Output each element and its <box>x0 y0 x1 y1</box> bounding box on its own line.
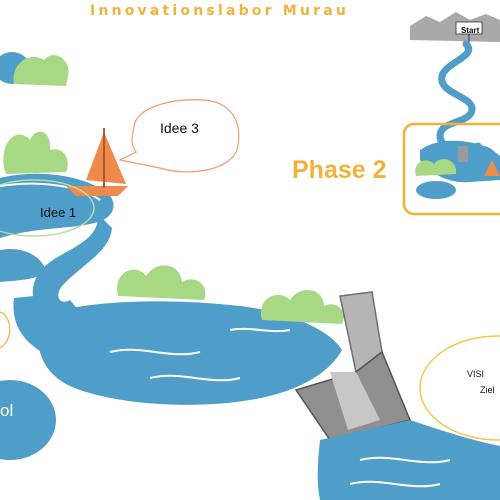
mini-bush <box>415 159 457 176</box>
lake-wave-1 <box>109 348 201 356</box>
boat-sail <box>86 132 126 184</box>
river-left-edge <box>0 248 46 282</box>
mini-mountains <box>410 12 500 42</box>
lake-wave-3 <box>229 327 291 333</box>
mini-river <box>436 40 482 153</box>
lake-wave-2 <box>149 374 241 382</box>
idee3-bubble <box>118 99 240 173</box>
mini-dam <box>458 146 468 162</box>
outflow-wave-1 <box>359 456 451 464</box>
start-label: Start <box>461 26 480 35</box>
page-title: Innovationslabor Murau <box>90 3 350 19</box>
pool-label: ol <box>0 401 14 420</box>
phase2-frame <box>402 122 500 216</box>
bush-center <box>117 265 206 300</box>
bottom-left-pool <box>0 380 56 460</box>
vision-label: VISI <box>467 369 485 379</box>
bush-right-center <box>260 289 344 324</box>
idee3-label: Idee 3 <box>160 120 199 136</box>
boat-hull <box>66 186 128 196</box>
left-orange-arc <box>0 311 11 349</box>
vision-ellipse <box>419 335 500 441</box>
vision-goal-label: Ziel <box>480 385 495 395</box>
top-left-bush <box>13 55 69 86</box>
bush-left-1 <box>3 131 68 174</box>
outflow-wave-2 <box>349 480 441 488</box>
idee1-ellipse <box>0 179 95 237</box>
idee1-label: Idee 1 <box>40 205 77 220</box>
mini-sail <box>484 160 500 176</box>
phase2-label: Phase 2 <box>292 156 387 184</box>
river-meander <box>32 214 112 321</box>
dam-face-light <box>330 372 380 430</box>
mini-pond <box>416 181 456 199</box>
